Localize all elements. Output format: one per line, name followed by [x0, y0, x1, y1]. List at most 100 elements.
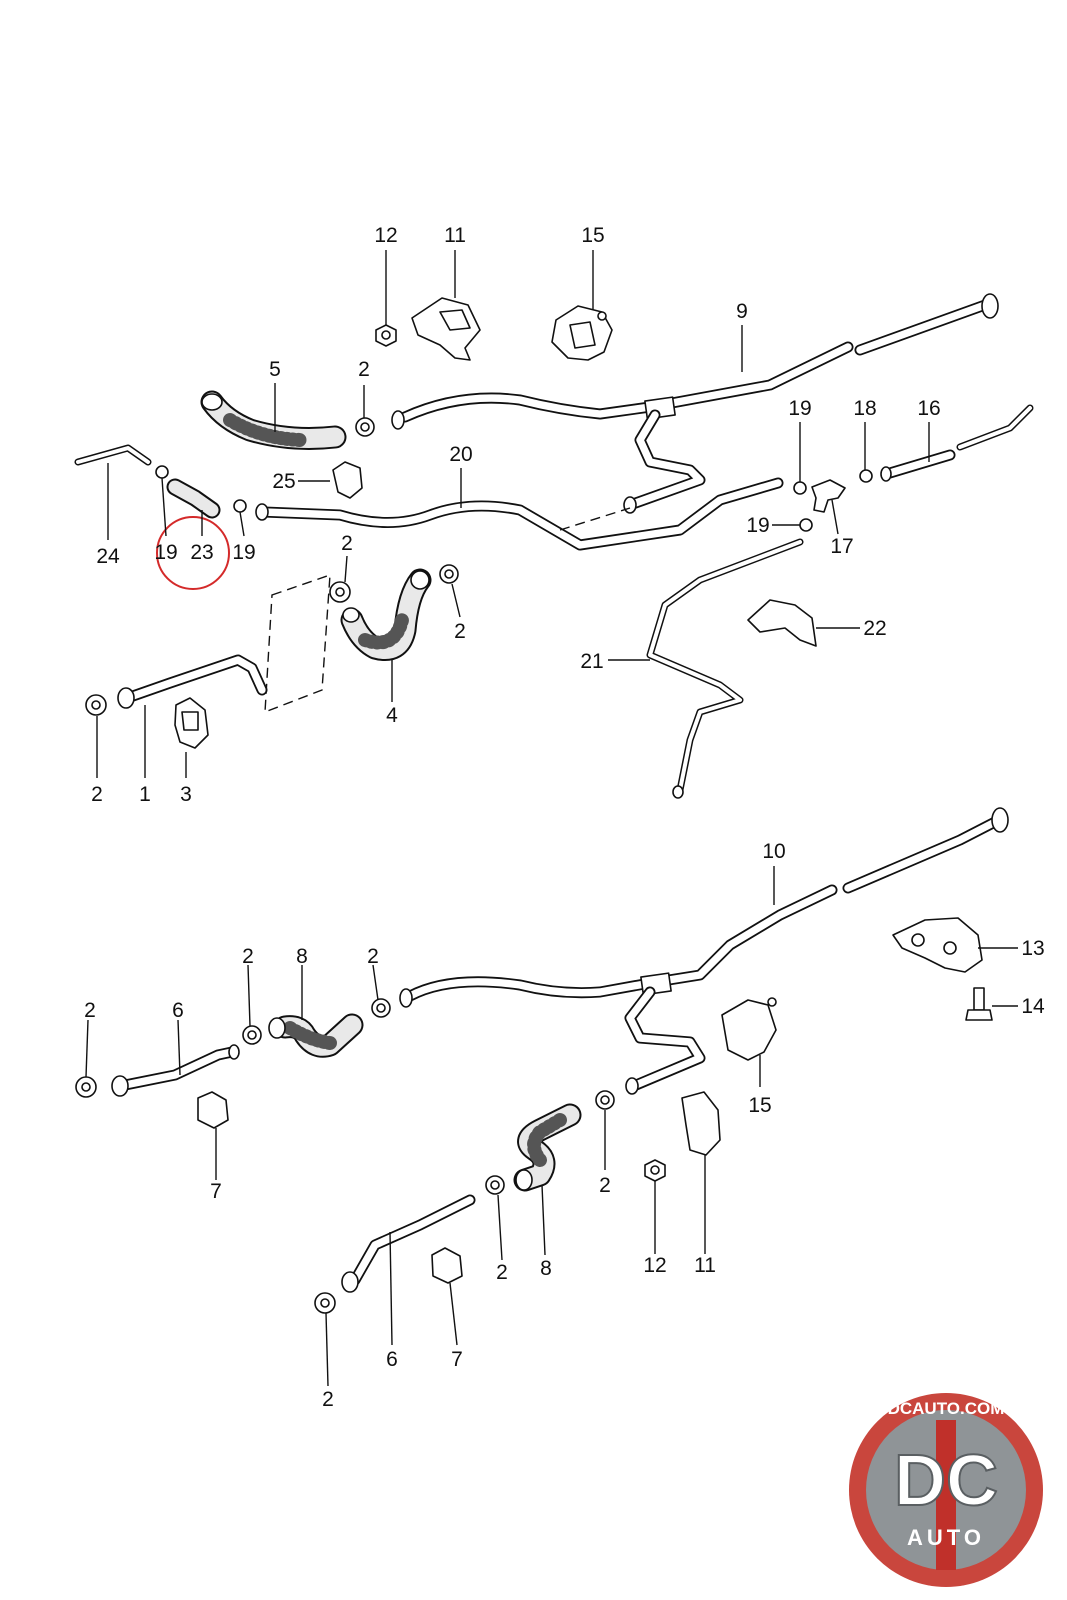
callout-1: 1 — [139, 783, 151, 806]
lower-assembly: 10 2 8 2 13 2 6 14 15 2 7 12 11 2 8 6 7 … — [75, 807, 1045, 1411]
bracket-11 — [681, 1091, 721, 1156]
callout-15: 15 — [748, 1094, 771, 1117]
callout-9: 9 — [736, 300, 748, 323]
pipe-10 — [399, 807, 1009, 1095]
callout-2: 2 — [367, 945, 379, 968]
callout-25: 25 — [272, 470, 295, 493]
callout-labels-lower: 10 2 8 2 13 2 6 14 15 2 7 12 11 2 8 6 7 … — [84, 840, 1045, 1411]
pipe-16 — [880, 404, 1034, 482]
clip-2 — [355, 417, 375, 437]
callout-16: 16 — [917, 397, 940, 420]
pipe-6 — [341, 1194, 476, 1293]
callout-7: 7 — [451, 1348, 463, 1371]
hose-23 — [166, 478, 221, 519]
callout-4: 4 — [386, 704, 398, 727]
pipe-24 — [74, 444, 152, 466]
clip-19 — [793, 481, 807, 495]
callout-2: 2 — [496, 1261, 508, 1284]
callout-6: 6 — [386, 1348, 398, 1371]
clip-25 — [332, 461, 363, 499]
clip-2 — [595, 1090, 615, 1110]
callout-24: 24 — [96, 545, 120, 568]
clip-2 — [314, 1292, 336, 1314]
leader-lines — [85, 866, 1018, 1387]
callout-19: 19 — [232, 541, 255, 564]
clip-2 — [329, 581, 351, 603]
clip-19 — [799, 518, 813, 532]
nut-12 — [644, 1159, 666, 1182]
bolt-14 — [965, 987, 993, 1021]
bracket-22 — [747, 599, 817, 647]
callout-19: 19 — [788, 397, 811, 420]
callout-17: 17 — [830, 535, 853, 558]
pipe-6 — [111, 1044, 240, 1097]
hose-4 — [340, 568, 432, 661]
upper-assembly: 12 11 15 9 5 2 19 18 16 20 25 24 19 23 1… — [74, 224, 1034, 806]
y-connector-17 — [811, 479, 846, 513]
bracket-13 — [892, 917, 983, 973]
dcauto-watermark-logo: DCAUTO.COM DC AUTO — [849, 1393, 1043, 1587]
hose-8 — [268, 1013, 364, 1058]
callout-12: 12 — [643, 1254, 666, 1277]
pipe-20 — [255, 477, 784, 551]
callout-2: 2 — [454, 620, 466, 643]
callout-22: 22 — [863, 617, 886, 640]
callout-2: 2 — [84, 999, 96, 1022]
callout-8: 8 — [296, 945, 308, 968]
callout-13: 13 — [1021, 937, 1044, 960]
pipe-9 — [391, 293, 999, 514]
bracket-15 — [551, 305, 613, 361]
callout-10: 10 — [762, 840, 785, 863]
dashed-connection — [264, 573, 331, 714]
callout-15: 15 — [581, 224, 604, 247]
callout-20: 20 — [449, 443, 472, 466]
callout-2: 2 — [322, 1388, 334, 1411]
callout-19: 19 — [746, 514, 769, 537]
logo-mark: DC — [894, 1441, 998, 1521]
callout-18: 18 — [853, 397, 876, 420]
callout-19: 19 — [154, 541, 177, 564]
highlight-circle — [156, 516, 230, 590]
callout-12: 12 — [374, 224, 397, 247]
clip-2 — [242, 1025, 262, 1045]
logo-stripe — [936, 1420, 956, 1570]
bracket-11 — [411, 297, 481, 361]
pipe-21 — [646, 538, 804, 799]
callout-2: 2 — [599, 1174, 611, 1197]
clip-2 — [371, 998, 391, 1018]
callout-2: 2 — [341, 532, 353, 555]
callout-6: 6 — [172, 999, 184, 1022]
clip-2 — [485, 1175, 505, 1195]
callout-3: 3 — [180, 783, 192, 806]
callout-7: 7 — [210, 1180, 222, 1203]
logo-url-text: DCAUTO.COM — [888, 1399, 1005, 1418]
logo-sub: AUTO — [907, 1525, 985, 1550]
hose-5 — [200, 390, 347, 450]
clip-3 — [174, 697, 209, 749]
clip-7 — [197, 1091, 229, 1129]
clip-7 — [431, 1247, 463, 1284]
clip-2 — [75, 1076, 97, 1098]
bracket-15 — [721, 997, 777, 1061]
clip-2 — [85, 694, 107, 716]
callout-11: 11 — [444, 224, 466, 247]
callout-11: 11 — [694, 1254, 716, 1277]
leader-lines — [96, 250, 930, 778]
clip-19 — [155, 465, 169, 479]
callout-23: 23 — [190, 541, 213, 564]
hose-8 — [513, 1103, 582, 1192]
callout-2: 2 — [242, 945, 254, 968]
pipe-1 — [117, 654, 268, 709]
callout-2: 2 — [91, 783, 103, 806]
callout-21: 21 — [580, 650, 603, 673]
callout-labels-upper: 12 11 15 9 5 2 19 18 16 20 25 24 19 23 1… — [91, 224, 941, 806]
clip-18 — [859, 469, 873, 483]
callout-5: 5 — [269, 358, 281, 381]
nut-12 — [375, 324, 397, 347]
clip-2 — [439, 564, 459, 584]
callout-2: 2 — [358, 358, 370, 381]
callout-14: 14 — [1021, 995, 1045, 1018]
clip-19 — [233, 499, 247, 513]
callout-8: 8 — [540, 1257, 552, 1280]
